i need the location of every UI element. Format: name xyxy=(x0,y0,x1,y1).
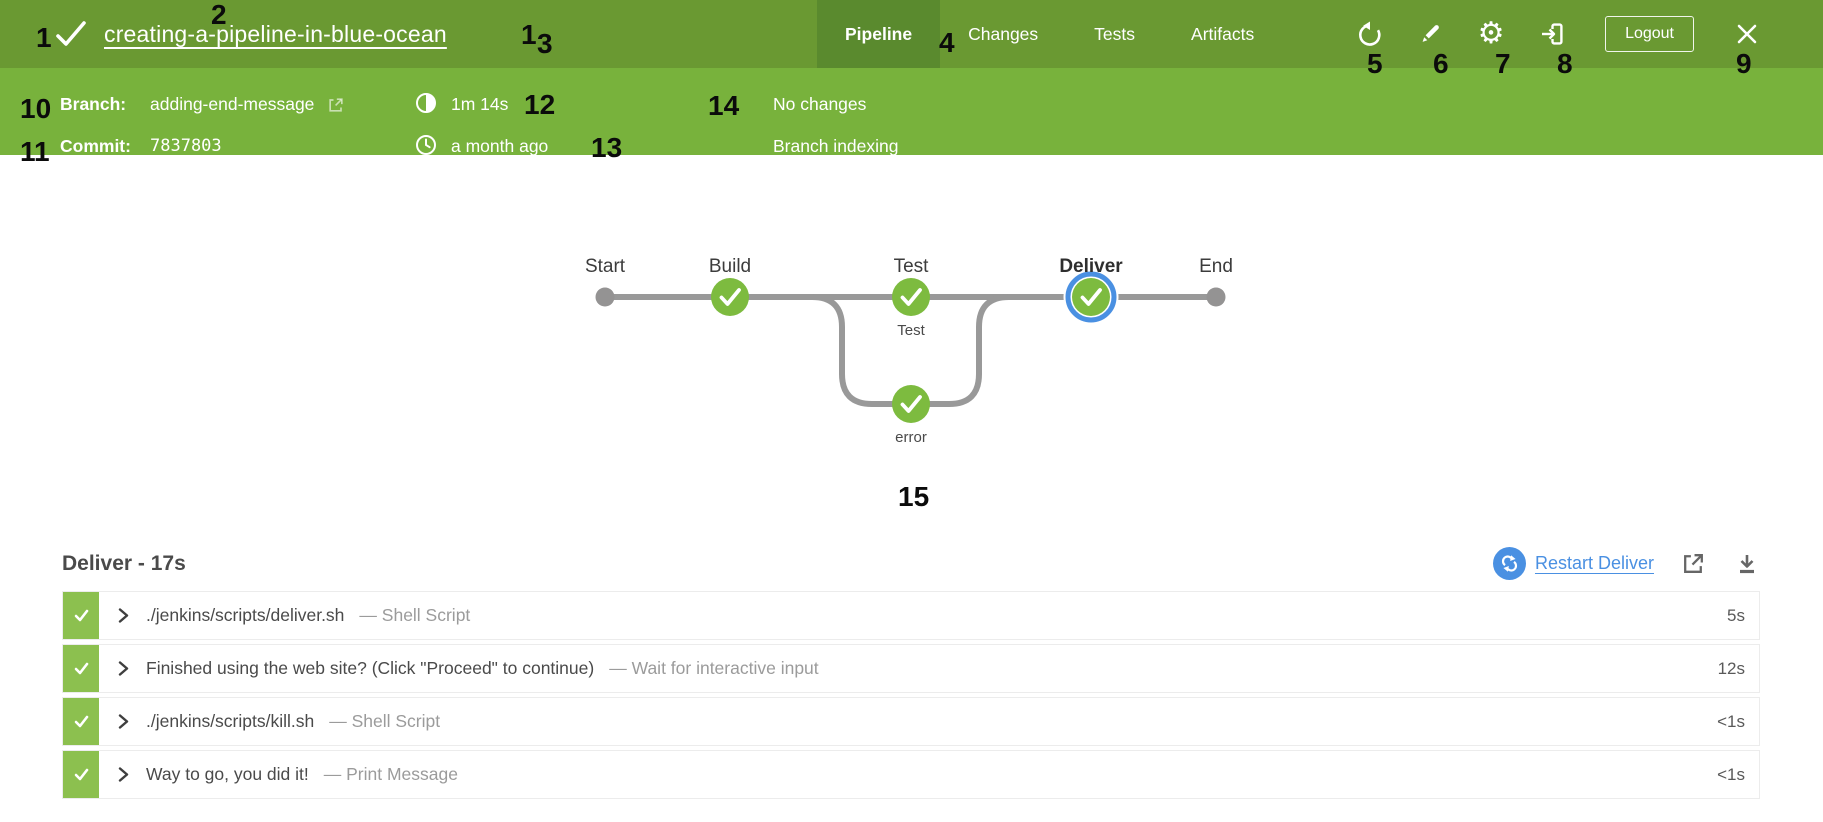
step-type: — Shell Script xyxy=(329,711,441,731)
commit-value: 7837803 xyxy=(150,136,222,156)
check-icon xyxy=(74,715,88,728)
stage-label-build: Build xyxy=(709,256,751,277)
branch-link[interactable]: adding-end-message xyxy=(150,94,346,115)
step-title: ./jenkins/scripts/kill.sh xyxy=(146,711,315,731)
step-duration: 12s xyxy=(1717,658,1745,678)
step-status-strip xyxy=(63,751,99,798)
changes-message: No changes xyxy=(773,94,867,114)
cause-message: Branch indexing xyxy=(773,136,899,156)
chevron-right-icon[interactable] xyxy=(118,660,129,677)
check-icon xyxy=(900,395,922,413)
graph-node-test[interactable] xyxy=(892,278,930,316)
close-icon[interactable] xyxy=(1733,20,1761,48)
restart-sync-icon xyxy=(1492,547,1526,580)
parallel-label-error: error xyxy=(895,429,927,446)
tab-pipeline[interactable]: Pipeline xyxy=(817,0,941,68)
step-duration: 5s xyxy=(1727,605,1745,625)
header-actions: ⚙ Logout xyxy=(1355,0,1761,68)
tab-changes[interactable]: Changes xyxy=(968,24,1039,44)
step-type: — Wait for interactive input xyxy=(609,658,819,678)
check-icon xyxy=(74,609,88,622)
run-status-check-icon xyxy=(54,19,88,49)
chevron-right-icon[interactable] xyxy=(118,766,129,783)
step-main: Way to go, you did it! — Print Message xyxy=(99,751,1649,798)
graph-node-start[interactable] xyxy=(595,287,615,307)
graph-node-end[interactable] xyxy=(1206,287,1226,307)
run-details-bar: Branch: adding-end-message Commit: 78378… xyxy=(0,68,1823,156)
rerun-icon[interactable] xyxy=(1355,20,1383,48)
top-header-bar: creating-a-pipeline-in-blue-ocean Pipeli… xyxy=(0,0,1823,68)
step-title: Finished using the web site? (Click "Pro… xyxy=(146,658,595,678)
graph-node-build[interactable] xyxy=(711,278,749,316)
check-icon xyxy=(74,662,88,675)
edit-pencil-icon[interactable] xyxy=(1416,20,1444,48)
graph-node-error[interactable] xyxy=(892,385,930,423)
stage-label-end: End xyxy=(1199,256,1233,277)
step-row[interactable]: ./jenkins/scripts/deliver.sh — Shell Scr… xyxy=(62,591,1760,640)
step-duration: <1s xyxy=(1717,764,1745,784)
steps-section-title: Deliver - 17s xyxy=(62,551,186,575)
parallel-label-test: Test xyxy=(897,322,925,339)
step-title: ./jenkins/scripts/deliver.sh xyxy=(146,605,345,625)
tab-tests[interactable]: Tests xyxy=(1094,24,1136,44)
check-icon xyxy=(74,768,88,781)
graph-node-deliver-selected[interactable] xyxy=(1063,269,1119,325)
step-main: ./jenkins/scripts/deliver.sh — Shell Scr… xyxy=(99,592,1649,639)
chevron-right-icon[interactable] xyxy=(118,607,129,624)
step-duration: <1s xyxy=(1717,711,1745,731)
external-link-icon xyxy=(329,97,344,112)
step-type: — Print Message xyxy=(323,764,458,784)
tab-artifacts[interactable]: Artifacts xyxy=(1191,24,1255,44)
restart-stage-control[interactable]: Restart Deliver xyxy=(1492,547,1654,580)
open-in-new-icon[interactable] xyxy=(1680,550,1707,577)
check-icon xyxy=(1080,288,1102,306)
download-log-icon[interactable] xyxy=(1733,550,1760,577)
step-row[interactable]: Finished using the web site? (Click "Pro… xyxy=(62,644,1760,693)
step-status-strip xyxy=(63,698,99,745)
run-identity: creating-a-pipeline-in-blue-ocean xyxy=(54,19,447,49)
stage-label-test: Test xyxy=(894,256,930,277)
duration-timer-icon xyxy=(416,93,436,113)
stage-steps-section: Deliver - 17s Restart Deliver xyxy=(62,505,1760,799)
step-status-strip xyxy=(63,645,99,692)
steps-actions: Restart Deliver xyxy=(1492,547,1760,580)
step-row[interactable]: Way to go, you did it! — Print Message <… xyxy=(62,750,1760,799)
time-ago-clock-icon xyxy=(416,135,436,155)
run-time-ago: a month ago xyxy=(451,136,549,156)
check-icon xyxy=(900,288,922,306)
step-type: — Shell Script xyxy=(359,605,471,625)
stage-label-start: Start xyxy=(585,256,626,277)
steps-header: Deliver - 17s Restart Deliver xyxy=(62,505,1760,591)
step-main: ./jenkins/scripts/kill.sh — Shell Script xyxy=(99,698,1649,745)
go-to-classic-exit-icon[interactable] xyxy=(1538,20,1566,48)
run-duration: 1m 14s xyxy=(451,94,509,114)
step-title: Way to go, you did it! xyxy=(146,764,309,784)
branch-value: adding-end-message xyxy=(150,94,315,114)
step-main: Finished using the web site? (Click "Pro… xyxy=(99,645,1649,692)
check-icon xyxy=(719,288,741,306)
branch-label: Branch: xyxy=(60,94,127,114)
stage-label-deliver: Deliver xyxy=(1059,256,1123,277)
settings-gear-icon[interactable]: ⚙ xyxy=(1477,16,1505,51)
pipeline-name-link[interactable]: creating-a-pipeline-in-blue-ocean xyxy=(104,20,447,47)
chevron-right-icon[interactable] xyxy=(118,713,129,730)
pipeline-graph: Start Build Test Deliver End Test error xyxy=(0,155,1823,505)
run-tabs: Pipeline Changes Tests Artifacts xyxy=(817,0,1282,68)
step-row[interactable]: ./jenkins/scripts/kill.sh — Shell Script… xyxy=(62,697,1760,746)
step-status-strip xyxy=(63,592,99,639)
logout-button[interactable]: Logout xyxy=(1605,16,1694,52)
commit-label: Commit: xyxy=(60,136,131,156)
restart-deliver-link[interactable]: Restart Deliver xyxy=(1534,553,1654,573)
selected-ring xyxy=(1065,271,1117,323)
